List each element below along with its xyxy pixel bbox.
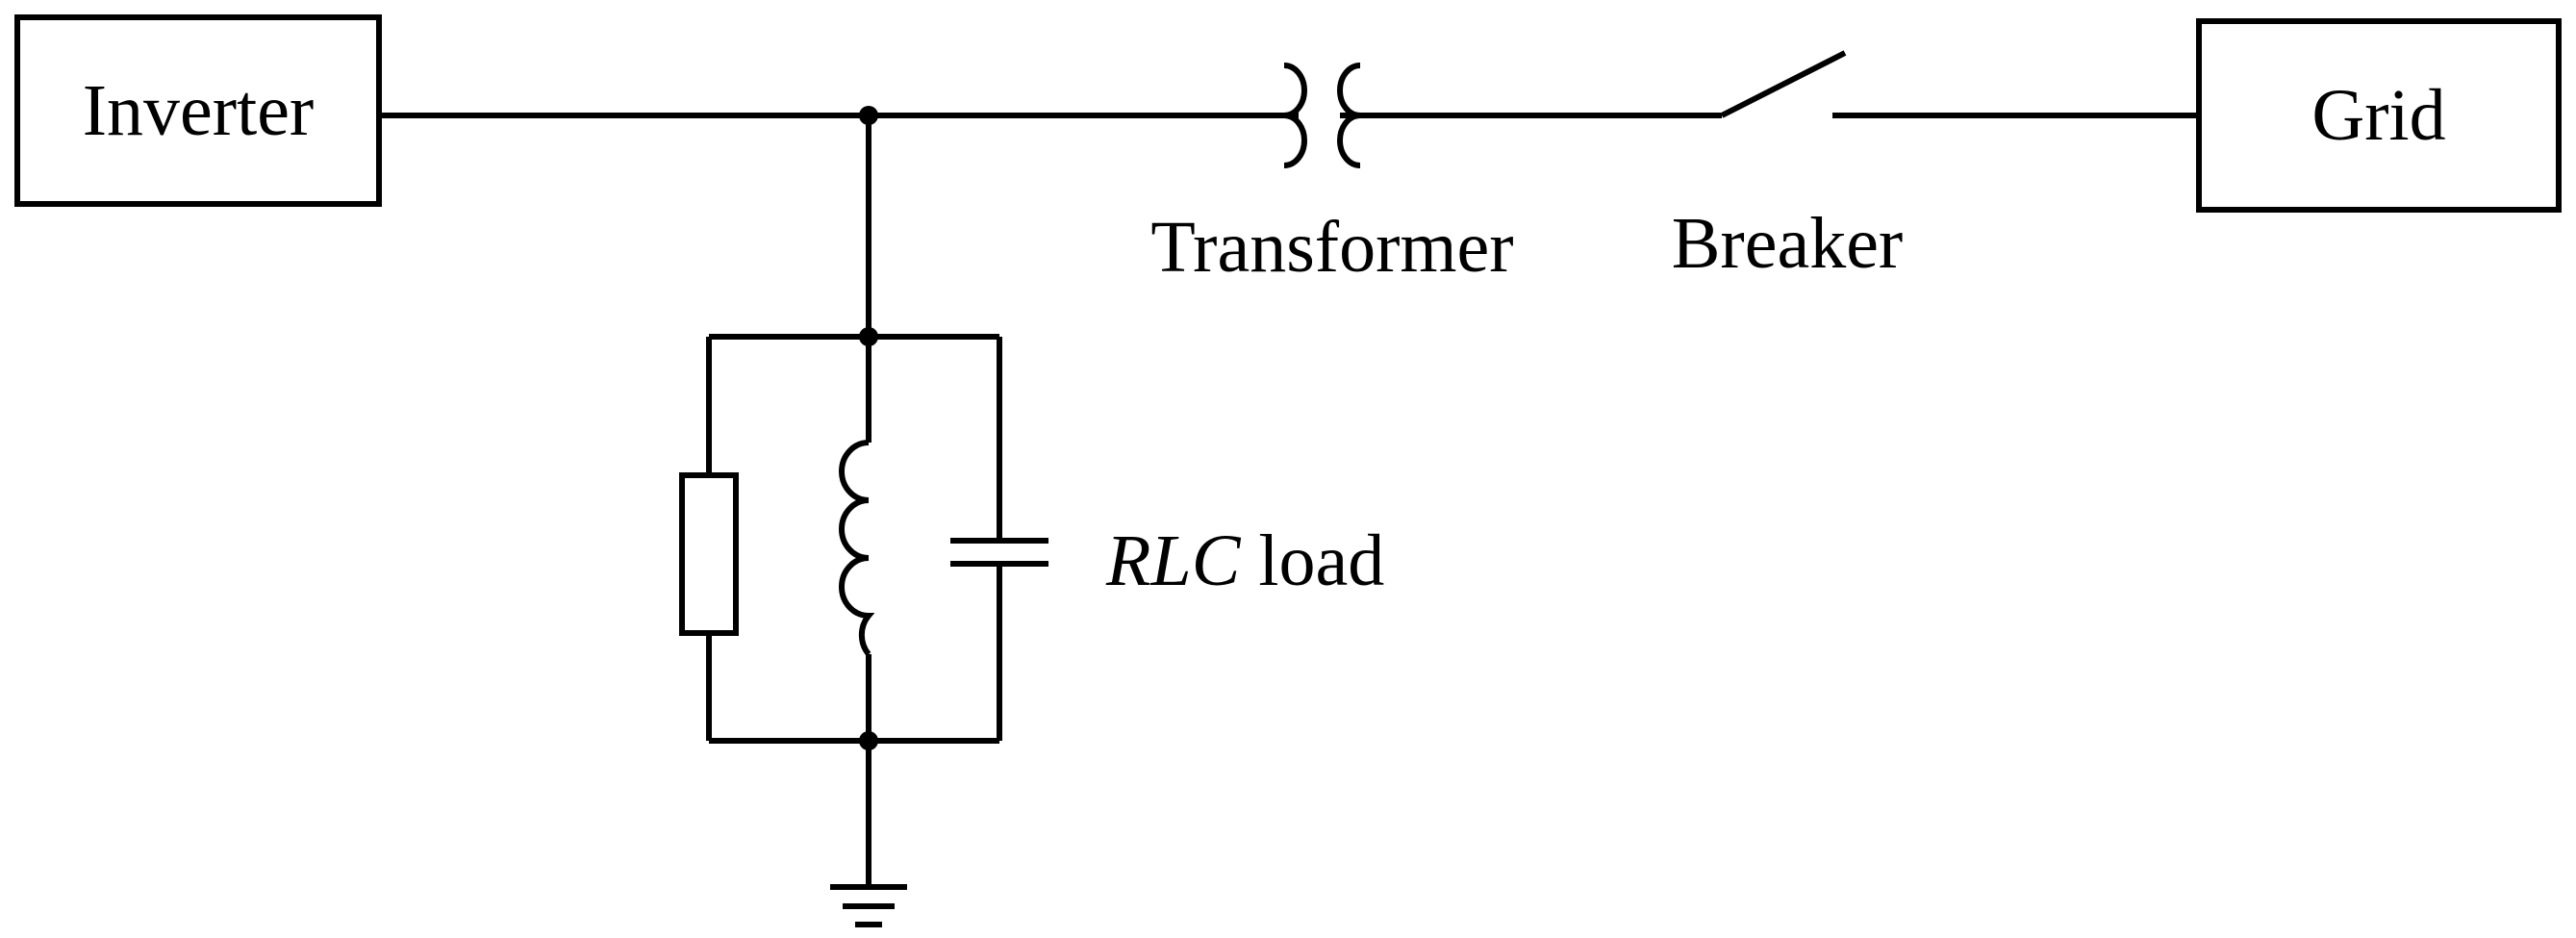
breaker-symbol bbox=[1720, 50, 1847, 118]
breaker-label: Breaker bbox=[1672, 203, 1904, 284]
inverter-label: Inverter bbox=[83, 70, 315, 151]
inductor-branch bbox=[839, 337, 875, 741]
grid-label: Grid bbox=[2311, 75, 2445, 156]
junction-dot-load-bottom bbox=[859, 731, 878, 750]
inverter-box bbox=[14, 14, 382, 207]
inductor-coil bbox=[839, 440, 875, 656]
junction-dot-load-top bbox=[859, 327, 878, 346]
rlc-load-label-suffix: load bbox=[1240, 520, 1384, 601]
resistor-branch bbox=[679, 337, 739, 741]
transformer-primary-winding bbox=[1283, 63, 1307, 168]
inverter-block bbox=[14, 14, 382, 207]
breaker-contact-arm bbox=[1720, 50, 1847, 118]
ground-symbol bbox=[830, 741, 907, 927]
rlc-load-label: RLC load bbox=[1105, 520, 1384, 601]
capacitor-branch bbox=[950, 337, 1048, 741]
resistor-symbol bbox=[679, 472, 739, 636]
junction-dot-bus bbox=[859, 106, 878, 125]
transformer-label: Transformer bbox=[1150, 207, 1513, 288]
rlc-load-label-italic: RLC bbox=[1105, 520, 1242, 601]
